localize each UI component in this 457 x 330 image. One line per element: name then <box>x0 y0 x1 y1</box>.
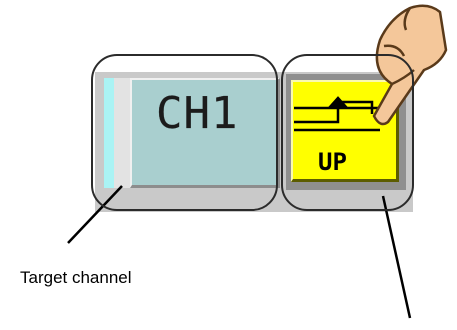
slope-callout-outline <box>281 54 414 211</box>
slope-pointer <box>383 196 410 318</box>
target-channel-label: Target channel <box>20 268 132 288</box>
channel-callout-outline <box>91 54 278 211</box>
